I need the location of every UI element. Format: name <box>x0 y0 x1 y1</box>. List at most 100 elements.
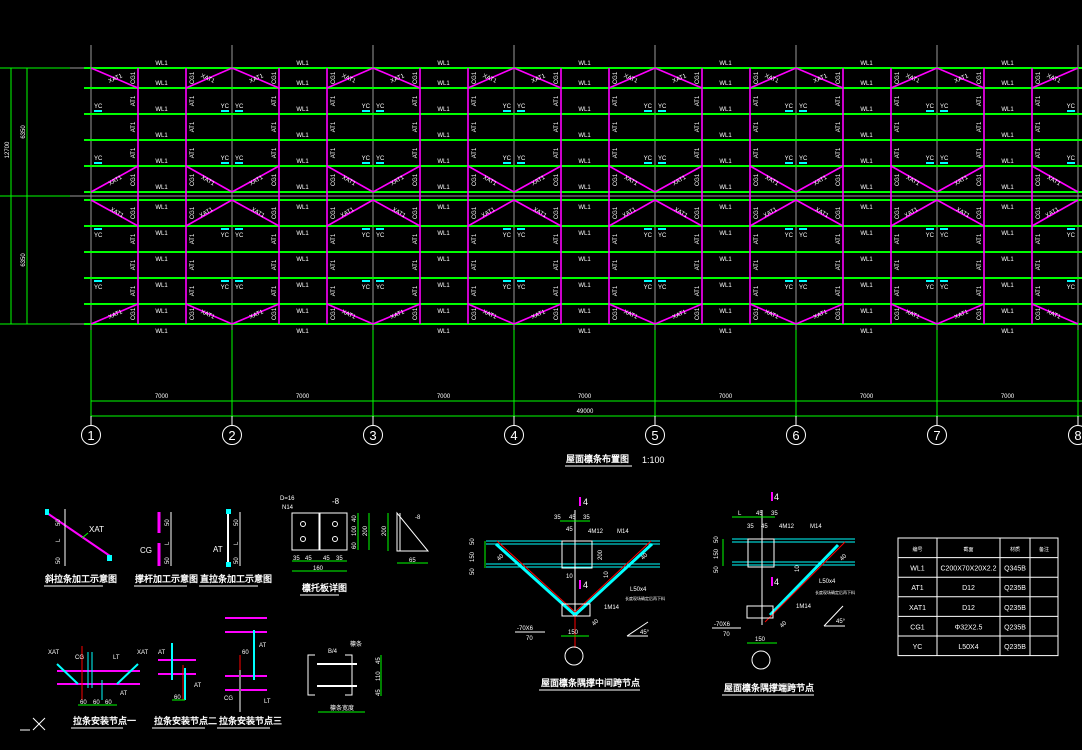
detail-title: 拉条安装节点三 <box>219 715 282 726</box>
diagonal-tie-xat1 <box>185 199 233 227</box>
strut-label: CG1 <box>895 71 901 84</box>
diagonal-tie-xat1 <box>608 199 656 227</box>
purlin-label: WL1 <box>155 205 168 211</box>
diagonal-tie-xat1 <box>372 165 421 193</box>
fly-brace-mark <box>785 228 793 230</box>
strut-label: CG1 <box>1036 307 1042 320</box>
purlin-label: WL1 <box>155 61 168 67</box>
purlin-label: WL1 <box>719 309 732 315</box>
strut-label: CG1 <box>331 71 337 84</box>
fly-brace-mark <box>94 110 102 112</box>
strut-label: CG1 <box>554 71 560 84</box>
strut-label: CG1 <box>472 206 478 219</box>
brace-label: YC <box>235 233 244 239</box>
diagonal-label: XAT1 <box>390 309 406 321</box>
bolt-hole-icon <box>300 521 306 527</box>
brace-label: YC <box>94 156 103 162</box>
strut-label: CG1 <box>472 173 478 186</box>
dim-text: 40 <box>839 553 848 562</box>
brace-label: YC <box>658 104 667 110</box>
dim-text: 50 <box>165 519 171 526</box>
table-cell: Q235B <box>1004 585 1026 592</box>
tie-label: AT1 <box>977 121 983 132</box>
strut-label: CG1 <box>754 71 760 84</box>
axis-bubble <box>81 425 101 445</box>
diagonal-label: XAT1 <box>813 309 829 321</box>
purlin-label: WL1 <box>860 107 873 113</box>
fly-brace-mark <box>785 110 793 112</box>
dim-text: 60 <box>174 695 181 701</box>
fly-brace-mark <box>1067 280 1075 282</box>
purlin-label: WL1 <box>1001 205 1014 211</box>
dim-text: 50 <box>714 536 720 543</box>
member-label: CG <box>75 655 84 661</box>
diagonal-tie-xat1 <box>1031 165 1079 193</box>
dim-text: 40 <box>591 618 600 627</box>
diagonal-tie-xat1 <box>513 303 562 325</box>
member-label: AT <box>158 650 166 656</box>
brace-label: YC <box>1067 233 1076 239</box>
fly-brace-mark <box>644 110 652 112</box>
tie-label: AT1 <box>836 233 842 244</box>
dim-text: 50 <box>714 566 720 573</box>
tie-label: AT1 <box>554 121 560 132</box>
diagonal-tie-xat1 <box>326 67 374 89</box>
purlin-label: WL1 <box>860 329 873 335</box>
diagonal-tie-xat1 <box>654 165 703 193</box>
tie-label: AT1 <box>695 259 701 270</box>
note-text: 长度现场确定后再下料 <box>815 589 855 595</box>
tie-label: AT1 <box>472 95 478 106</box>
bolt-label: M14 <box>810 524 822 530</box>
fly-brace-mark <box>362 280 370 282</box>
plate-right <box>319 512 348 551</box>
dim-text: 160 <box>313 566 324 572</box>
table-cell: D12 <box>962 585 975 592</box>
strut-label: CG1 <box>754 206 760 219</box>
diagonal-tie-xat1 <box>372 67 421 89</box>
diagonal-label: XAT1 <box>813 175 829 188</box>
diagonal-label: XAT1 <box>672 73 688 85</box>
purlin-label: WL1 <box>719 81 732 87</box>
tie-label: AT1 <box>131 95 137 106</box>
tie-label: AT1 <box>754 233 760 244</box>
purlin-label: WL1 <box>578 329 591 335</box>
nut-icon <box>45 509 49 515</box>
purlin-label: WL1 <box>437 107 450 113</box>
brace-axis <box>574 540 652 613</box>
bolt-label: M14 <box>617 529 629 535</box>
brace-label: YC <box>1067 104 1076 110</box>
fly-brace-mark <box>235 280 243 282</box>
dim-text: 65 <box>409 558 416 564</box>
dim-text: 50 <box>56 519 62 526</box>
brace-label: YC <box>644 233 653 239</box>
detail-install-node-2: AT AT 60 拉条安装节点二 <box>152 643 217 729</box>
purlin-label: WL1 <box>1001 257 1014 263</box>
diagonal-label: XAT1 <box>623 175 639 188</box>
purlin-label: WL1 <box>578 231 591 237</box>
diagonal-label: XAT1 <box>341 175 357 188</box>
side-dimension-text: 6350 <box>21 125 27 139</box>
fly-brace-mark <box>1067 162 1075 164</box>
diagonal-tie-xat1 <box>795 165 844 193</box>
fly-brace-mark <box>221 228 229 230</box>
tie-label: AT1 <box>331 147 337 158</box>
brace-label: YC <box>658 156 667 162</box>
axis-bubble <box>786 425 806 445</box>
diagonal-tie-rod <box>46 512 111 557</box>
purlin-label: WL1 <box>578 61 591 67</box>
diagonal-label: XAT1 <box>108 175 124 188</box>
purlin-label: WL1 <box>719 231 732 237</box>
tie-label: AT1 <box>1036 121 1042 132</box>
axis-number: 2 <box>228 428 235 443</box>
purlin-label: WL1 <box>437 329 450 335</box>
purlin-c-section <box>345 654 353 696</box>
diagonal-label: XAT1 <box>954 309 970 321</box>
section-mark <box>579 497 581 506</box>
axis-bubble <box>645 425 665 445</box>
section-label: 4 <box>774 492 779 502</box>
diagonal-label: XAT1 <box>482 175 498 188</box>
fly-brace-mark <box>362 162 370 164</box>
tie-label: AT1 <box>331 285 337 296</box>
diagonal-label: XAT1 <box>905 309 921 321</box>
